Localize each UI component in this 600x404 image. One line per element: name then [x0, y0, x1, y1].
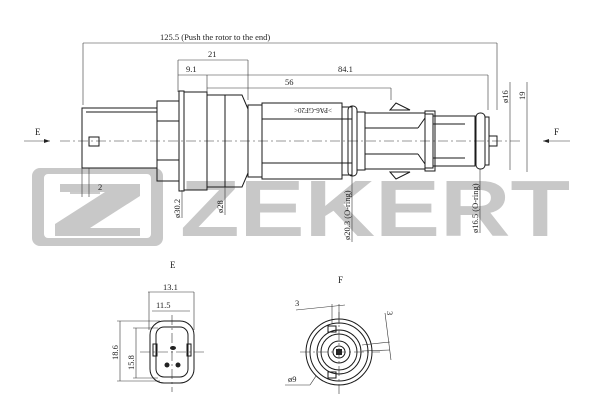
zekert-watermark: ZEKERT [32, 164, 570, 253]
dim-19: 19 [517, 92, 527, 101]
dia-28: ø28 [215, 200, 225, 213]
diameter-callouts: 2 ø30.2 ø28 ø20.3 (O-ring) ø16.5 (O-ring… [70, 168, 481, 242]
dim-16: ø16 [500, 90, 510, 103]
view-e-connector-face: E 13.1 11.5 18.6 15.8 [110, 260, 205, 392]
dim-3-a: 3 [295, 298, 299, 308]
material-label: >PA6-GF20< [294, 106, 332, 114]
dim-21: 21 [208, 49, 217, 59]
top-dimensions: 125.5 (Push the rotor to the end) 21 9.1… [82, 32, 528, 172]
dim-13-1: 13.1 [163, 282, 178, 292]
dim-56: 56 [285, 77, 294, 87]
overall-length-label: 125.5 (Push the rotor to the end) [160, 32, 270, 42]
dim-2: 2 [98, 182, 102, 192]
view-e-title: E [170, 260, 176, 270]
sensor-side-view: >PA6-GF20< [81, 90, 498, 192]
arrow-f-label: F [554, 127, 559, 137]
arrow-e-label: E [35, 127, 41, 137]
watermark-text: ZEKERT [180, 164, 570, 253]
dia-20-3: ø20.3 (O-ring) [342, 190, 352, 240]
dim-84-1: 84.1 [338, 64, 353, 74]
dia-9: ø9 [288, 374, 297, 384]
dim-9-1: 9.1 [186, 64, 197, 74]
dia-16-5: ø16.5 (O-ring) [470, 183, 480, 233]
dim-18-6: 18.6 [110, 345, 120, 360]
view-f-rotor-face: F 3 3 ø9 [285, 275, 395, 395]
dim-3-b: 3 [385, 311, 395, 315]
section-arrows: E F [24, 127, 570, 143]
dim-15-8: 15.8 [126, 355, 136, 370]
dim-11-5: 11.5 [156, 300, 171, 310]
view-f-title: F [338, 275, 343, 285]
dia-30-2: ø30.2 [172, 199, 182, 218]
